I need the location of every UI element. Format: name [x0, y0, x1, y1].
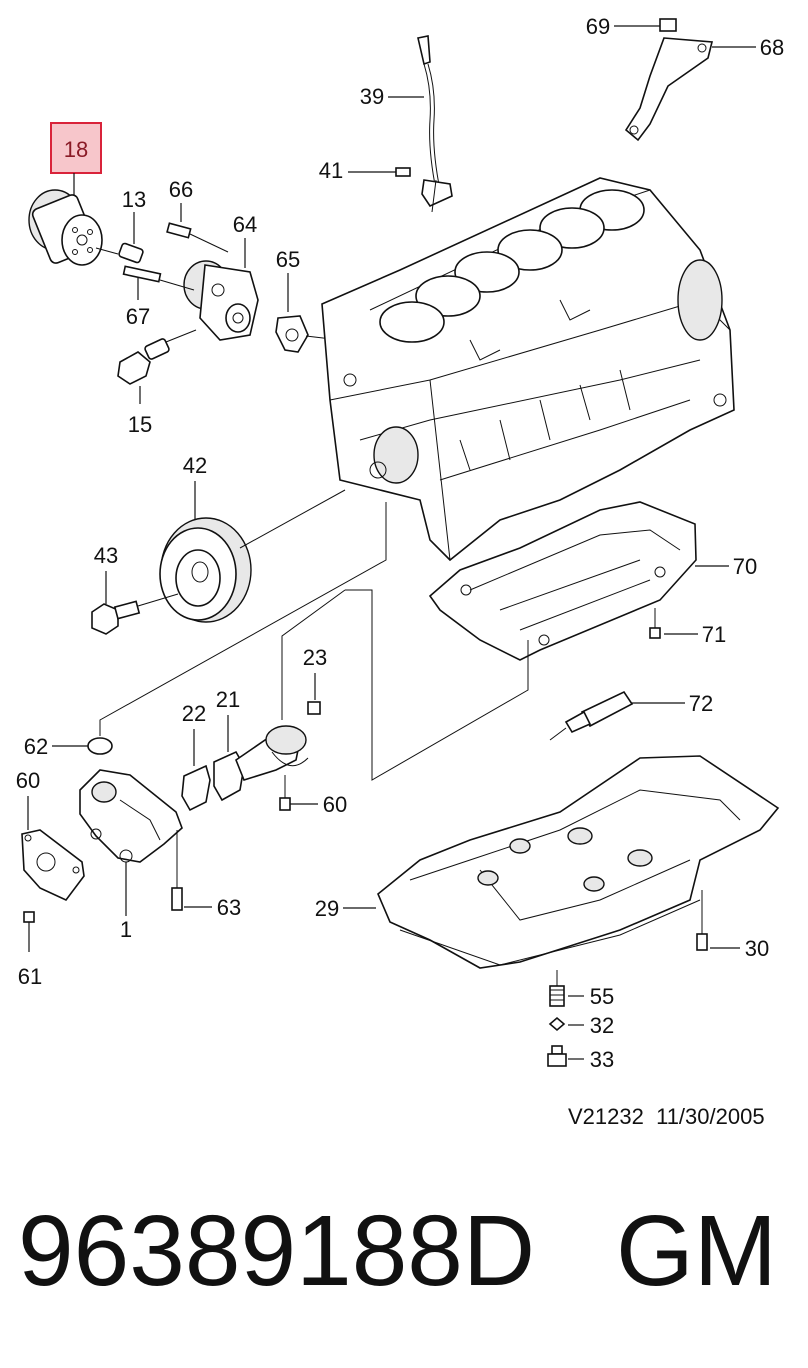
dipstick-tube	[417, 35, 441, 191]
bolt-71	[649, 608, 661, 639]
callout-72[interactable]: 72	[689, 691, 713, 716]
bolt-24	[279, 775, 291, 811]
washer-32	[548, 1016, 566, 1032]
oil-baffle-plate	[428, 501, 697, 661]
callout-24[interactable]: 60	[323, 792, 347, 817]
callout-30[interactable]: 30	[745, 936, 769, 961]
callout-68[interactable]: 68	[760, 35, 784, 60]
callout-71[interactable]: 71	[702, 622, 726, 647]
callout-60[interactable]: 60	[16, 768, 40, 793]
bracket-68	[624, 37, 714, 142]
bolt-23	[307, 701, 321, 715]
part-number: 96389188D	[18, 1195, 536, 1307]
callout-42[interactable]: 42	[183, 453, 207, 478]
leader-to-oilpan	[345, 589, 529, 781]
callout-1[interactable]: 1	[120, 917, 132, 942]
oil-pump	[79, 769, 183, 863]
bolt-41	[395, 167, 453, 213]
callout-64[interactable]: 64	[233, 212, 257, 237]
drawing-code: V21232	[568, 1104, 644, 1129]
callout-69[interactable]: 69	[586, 14, 610, 39]
callout-13[interactable]: 13	[122, 187, 146, 212]
screw-61	[23, 911, 35, 923]
callout-15[interactable]: 15	[128, 412, 152, 437]
o-ring-62	[87, 737, 113, 755]
drawing-reference: V21232 11/30/2005	[568, 1104, 765, 1130]
callout-39[interactable]: 39	[360, 84, 384, 109]
callout-61[interactable]: 61	[18, 964, 42, 989]
brand-name: GM	[616, 1195, 778, 1307]
bolt-69	[659, 18, 677, 32]
oil-filter	[28, 189, 103, 266]
drawing-date: 11/30/2005	[656, 1104, 765, 1129]
leader-to-62	[99, 502, 387, 736]
callout-22[interactable]: 22	[182, 701, 206, 726]
callout-62[interactable]: 62	[24, 734, 48, 759]
sealant-tube	[549, 690, 634, 741]
callout-21[interactable]: 21	[216, 687, 240, 712]
callout-63[interactable]: 63	[217, 895, 241, 920]
callout-67[interactable]: 67	[126, 304, 150, 329]
callout-66[interactable]: 66	[169, 177, 193, 202]
callout-43[interactable]: 43	[94, 543, 118, 568]
spring-55	[549, 985, 565, 1007]
engine-block	[321, 177, 735, 562]
drain-plug-33	[547, 1045, 567, 1067]
bolt-63	[171, 830, 183, 911]
callout-41[interactable]: 41	[319, 158, 343, 183]
oil-pump-cover	[21, 829, 85, 901]
callout-23[interactable]: 23	[303, 645, 327, 670]
bolt-66	[166, 222, 229, 253]
bolt-67	[122, 265, 195, 291]
callout-33[interactable]: 33	[590, 1047, 614, 1072]
callout-70[interactable]: 70	[733, 554, 757, 579]
callout-55[interactable]: 55	[590, 984, 614, 1009]
oil-filter-adapter	[183, 260, 259, 341]
oil-pressure-switch	[117, 329, 197, 385]
bolt-30	[696, 890, 708, 951]
oil-pickup-tube	[181, 725, 309, 812]
leader-to-pickup	[281, 589, 346, 720]
nipple-fitting	[95, 242, 144, 264]
oil-pan	[377, 755, 780, 969]
crankshaft-pulley	[159, 489, 346, 623]
callout-65[interactable]: 65	[276, 247, 300, 272]
callout-29[interactable]: 29	[315, 896, 339, 921]
callout-box-18[interactable]	[50, 122, 102, 174]
pulley-bolt	[91, 593, 179, 635]
callout-32[interactable]: 32	[590, 1013, 614, 1038]
callout-18[interactable]: 18	[64, 137, 88, 162]
